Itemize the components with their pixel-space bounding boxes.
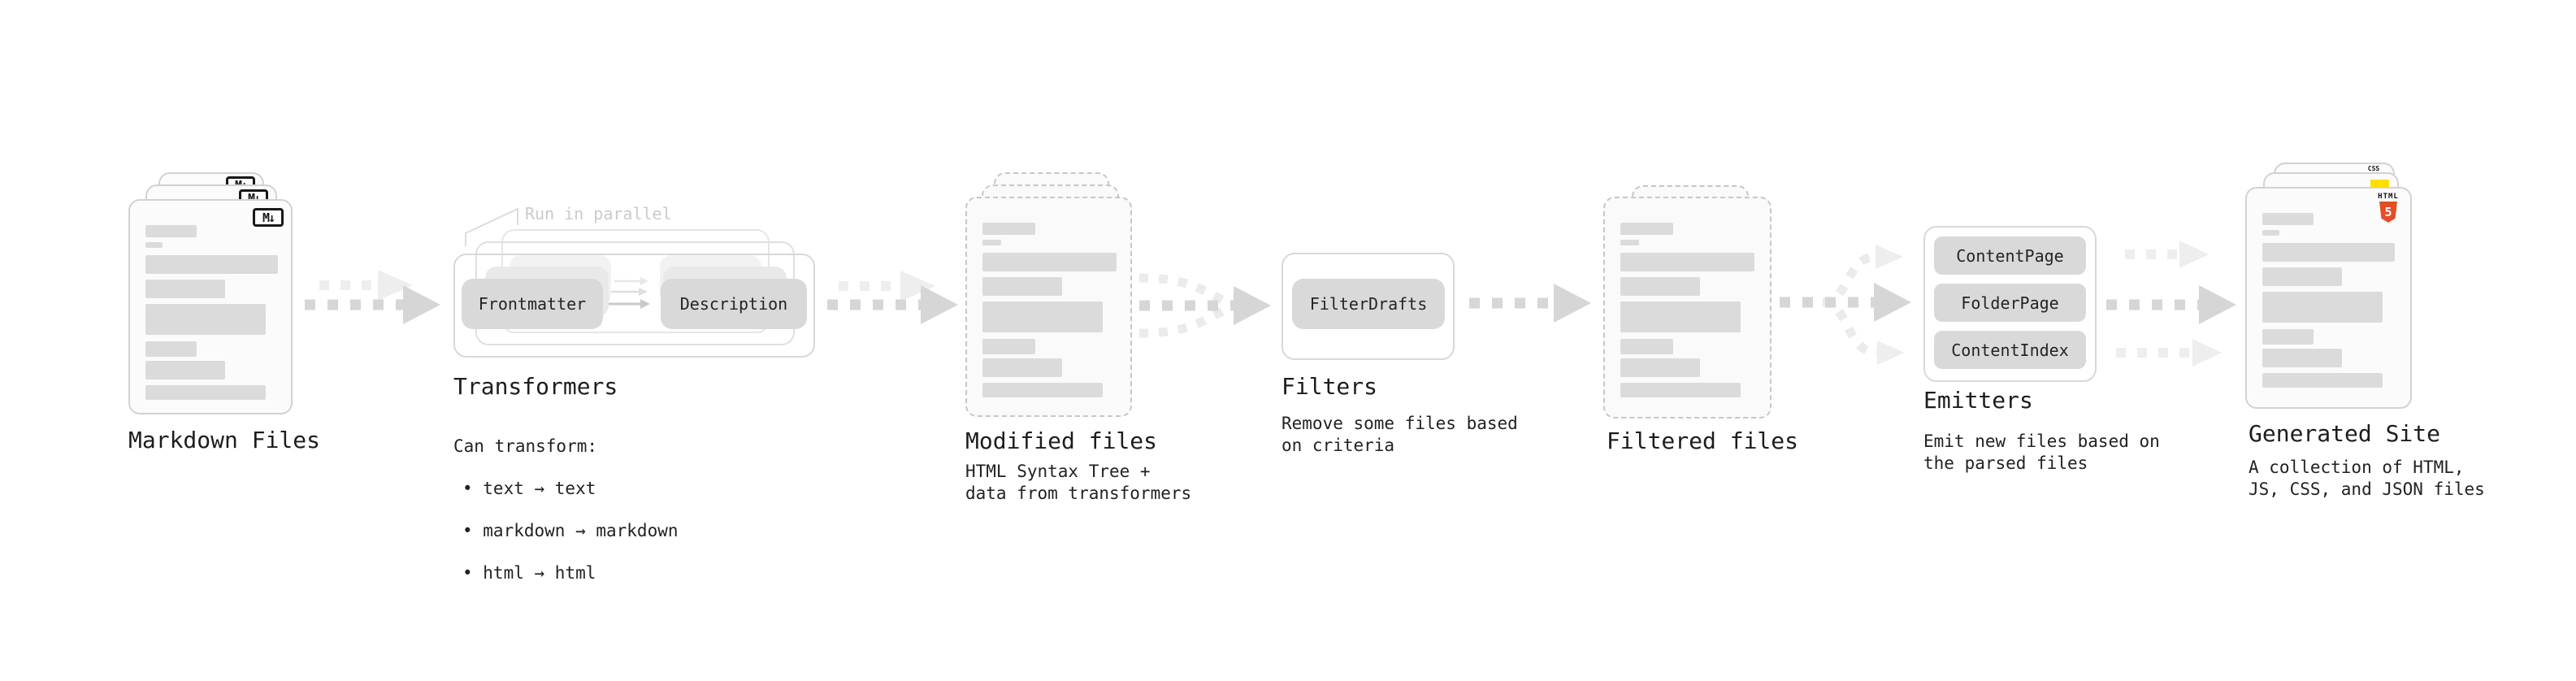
filtered-files-label: Filtered files: [1607, 427, 1799, 454]
arrow-modified-to-filters-merge: [1138, 273, 1271, 338]
placeholder-line: [2262, 267, 2342, 286]
transformer-box-front: [453, 254, 815, 358]
placeholder-line: [2262, 213, 2314, 225]
description-pill: Description: [661, 279, 807, 329]
markdown-files-label: Markdown Files: [128, 427, 321, 453]
filters-label: Filters: [1281, 373, 1378, 400]
placeholder-line: [982, 339, 1035, 354]
html5-icon: HTML 5: [2376, 193, 2400, 223]
transformers-label: Transformers: [453, 373, 618, 400]
placeholder-line: [145, 341, 197, 357]
filters-description: Remove some files based on criteria: [1281, 414, 1518, 455]
placeholder-line: [982, 358, 1062, 377]
run-in-parallel-note: Run in parallel: [525, 204, 672, 223]
css-icon-text: CSS: [2367, 165, 2380, 172]
placeholder-line: [1620, 277, 1700, 296]
markdown-icon: M↓: [253, 208, 284, 227]
placeholder-line: [1620, 301, 1741, 332]
generated-file-card-front: HTML 5: [2245, 187, 2412, 409]
arrow-filters-to-filtered: [1469, 284, 1591, 323]
emitters-description: Emit new files based on the parsed files: [1923, 432, 2160, 473]
transform-item: • markdown → markdown: [462, 521, 679, 540]
arrow-transformers-to-modified: [827, 271, 958, 324]
placeholder-line: [982, 253, 1117, 271]
contentpage-pill: ContentPage: [1934, 236, 2086, 275]
modified-files-label: Modified files: [965, 427, 1158, 454]
placeholder-line: [2262, 292, 2383, 323]
placeholder-line: [145, 385, 266, 400]
transform-item: • text → text: [462, 479, 596, 498]
placeholder-line: [145, 280, 225, 298]
html5-icon-shield: 5: [2379, 202, 2397, 223]
placeholder-line: [1620, 223, 1673, 235]
placeholder-line: [982, 277, 1062, 296]
generated-site-description: A collection of HTML, JS, CSS, and JSON …: [2249, 458, 2485, 499]
placeholder-line: [982, 223, 1035, 235]
html5-icon-word: HTML: [2378, 193, 2399, 201]
placeholder-line: [2262, 243, 2395, 262]
placeholder-line: [145, 361, 225, 380]
placeholder-line: [145, 242, 163, 248]
transformers-description: Can transform: • text → text • markdown …: [453, 414, 679, 605]
modified-files-description: HTML Syntax Tree + data from transformer…: [965, 462, 1192, 503]
arrow-filtered-to-emitters-split: [1780, 245, 1911, 365]
can-transform-title: Can transform:: [453, 436, 598, 456]
document-text-placeholder: [982, 223, 1117, 397]
placeholder-line: [982, 301, 1103, 332]
generated-site-label: Generated Site: [2249, 420, 2441, 447]
placeholder-line: [2262, 329, 2314, 345]
placeholder-line: [1620, 383, 1741, 397]
document-text-placeholder: [145, 225, 278, 400]
arrow-markdown-to-transformers: [305, 270, 440, 324]
emitters-label: Emitters: [1923, 387, 2033, 414]
contentindex-pill: ContentIndex: [1934, 331, 2086, 369]
filtered-file-card-front: [1603, 197, 1772, 419]
arrow-emitters-to-generated: [2106, 241, 2236, 367]
placeholder-line: [982, 383, 1103, 397]
frontmatter-pill: Frontmatter: [462, 279, 603, 329]
document-text-placeholder: [1620, 223, 1754, 397]
placeholder-line: [145, 255, 278, 274]
placeholder-line: [2262, 230, 2279, 236]
modified-file-card-front: [965, 197, 1132, 417]
placeholder-line: [1620, 253, 1754, 271]
placeholder-line: [1620, 358, 1700, 377]
placeholder-line: [1620, 339, 1673, 354]
markdown-file-card-front: M↓: [128, 199, 293, 414]
document-text-placeholder: [2262, 213, 2395, 388]
folderpage-pill: FolderPage: [1934, 284, 2086, 322]
transform-item: • html → html: [462, 563, 596, 583]
placeholder-line: [145, 304, 266, 335]
placeholder-line: [145, 225, 197, 237]
filterdrafts-pill: FilterDrafts: [1292, 279, 1445, 329]
placeholder-line: [2262, 373, 2383, 388]
placeholder-line: [982, 240, 1001, 245]
placeholder-line: [1620, 240, 1639, 245]
placeholder-line: [2262, 349, 2342, 367]
